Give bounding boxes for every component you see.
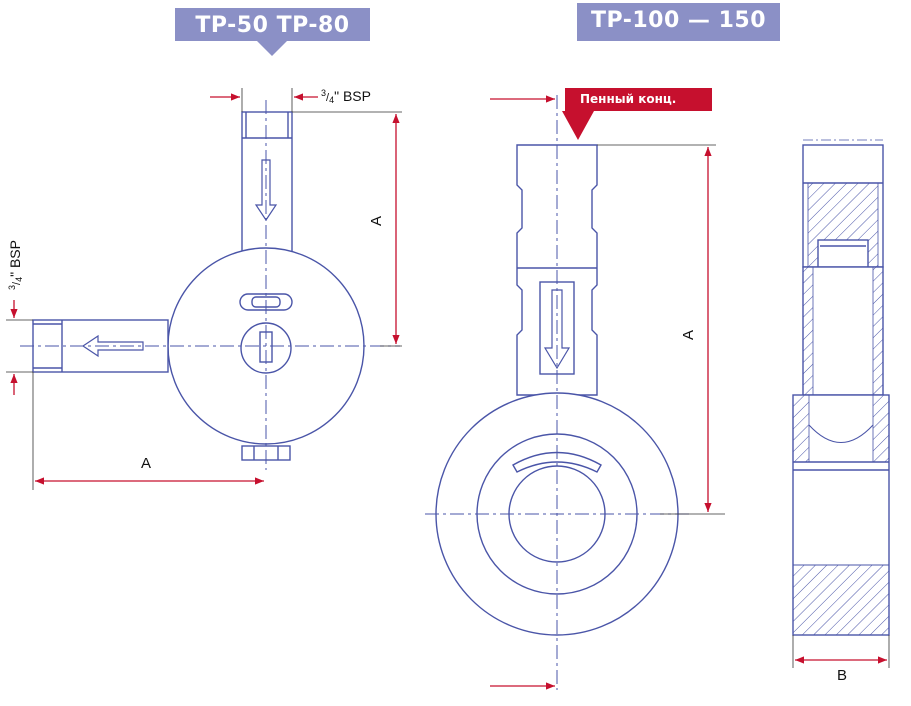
bsp-left-label: 3/4" BSP <box>7 240 24 290</box>
bsp-top-label: 3/4" BSP <box>321 88 371 105</box>
dimension-b-label: B <box>837 667 847 684</box>
inlet-pipe <box>241 111 293 253</box>
orifice <box>240 322 292 374</box>
banner-title: TP-100 — 150 <box>590 8 767 33</box>
kidney-slot <box>512 451 602 473</box>
dimension-a-label: A <box>680 330 697 340</box>
tp50-dimensions <box>6 88 402 490</box>
banner-tp50-tp80: TP-50 TP-80 <box>175 8 370 58</box>
foam-concentrate-callout <box>562 88 712 140</box>
tp100-150-side-section <box>792 139 890 636</box>
banner-shape <box>175 8 370 56</box>
banner-tp100-150: TP-100 — 150 <box>577 3 780 43</box>
tp100-dimensions <box>490 95 725 690</box>
dimension-b <box>792 635 890 668</box>
dimension-a-label: A <box>141 455 151 472</box>
flow-arrow-down <box>254 159 278 222</box>
banner-title: TP-50 TP-80 <box>195 13 350 38</box>
foam-concentrate-label: Пенный конц. <box>580 92 677 106</box>
dimension-a-label: A <box>368 216 385 226</box>
tp50-tp80-view <box>20 100 400 470</box>
tp100-150-front-view <box>425 95 690 690</box>
stem-section <box>802 266 884 396</box>
flow-arrow-down <box>543 289 571 370</box>
banner-shape <box>577 3 780 41</box>
flow-arrow-left <box>81 334 144 358</box>
